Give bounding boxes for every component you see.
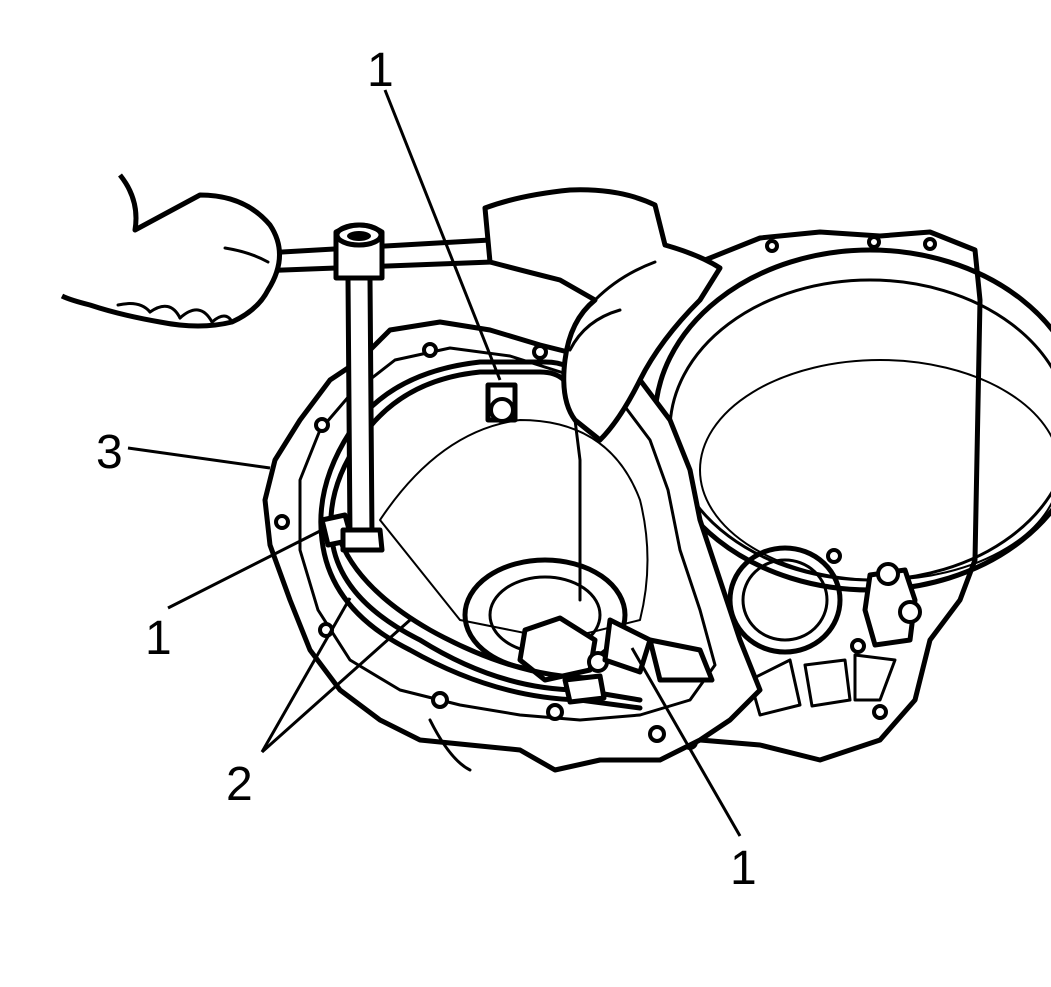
left-hand (60, 173, 282, 329)
callout-3: 3 (96, 426, 123, 479)
leader-lines (127, 89, 742, 837)
leader-1-bottom (630, 647, 742, 837)
leader-1-top (383, 89, 502, 381)
leader-2b (261, 618, 411, 754)
callout-2: 2 (226, 758, 253, 811)
lower-shadow-line (428, 718, 472, 772)
callout-1-bottom: 1 (730, 842, 757, 895)
leader-2a (260, 597, 352, 753)
oil-pipes (318, 359, 715, 711)
right-hand (482, 187, 723, 602)
leader-3 (127, 446, 271, 470)
callout-1-left: 1 (145, 612, 172, 665)
callout-1-top: 1 (367, 44, 394, 97)
leader-1-left (167, 526, 327, 610)
